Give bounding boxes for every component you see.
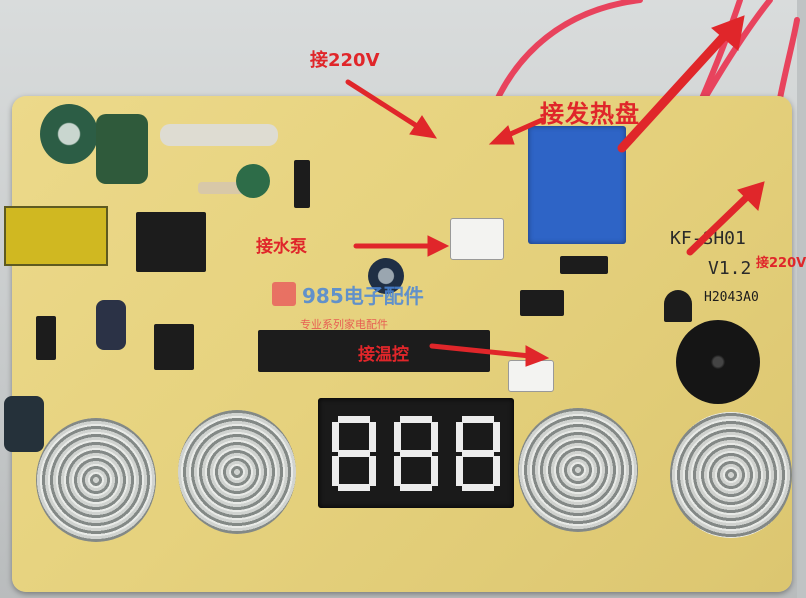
annotation-water-pump: 接水泵 [256, 237, 307, 257]
led-digit-3 [456, 416, 500, 491]
electrolytic-capacitor-c5 [40, 104, 98, 164]
pump-connector [450, 218, 504, 260]
led-display [318, 398, 514, 508]
electrolytic-capacitor-corner [4, 396, 44, 452]
touch-spring-2 [178, 410, 296, 534]
touch-spring-4 [670, 412, 792, 538]
resistor-r2 [198, 182, 248, 194]
annotation-temperature-control: 接温控 [358, 345, 409, 365]
led-digit-2 [394, 416, 438, 491]
microcontroller-chip [258, 330, 490, 372]
ic-u2 [136, 212, 206, 272]
annotation-ac-input-top: 接220V [310, 50, 380, 71]
diode-d6 [560, 256, 608, 274]
watermark-logo-icon [272, 282, 296, 306]
buzzer-b1 [676, 320, 760, 404]
watermark-slogan: 专业系列家电配件 [300, 318, 388, 331]
led-digit-1 [332, 416, 376, 491]
power-resistor [160, 124, 278, 146]
board-version-label: V1.2 [708, 258, 752, 279]
diode-d2 [294, 160, 310, 208]
green-varistor [236, 164, 270, 198]
watermark-brand: 985电子配件 [302, 284, 424, 308]
transistor-q-right [664, 290, 692, 322]
transformer-t1 [4, 206, 108, 266]
electrolytic-capacitor-mid [368, 258, 404, 294]
touch-spring-1 [36, 418, 156, 542]
diode-d3 [36, 316, 56, 360]
transistor-to92 [520, 290, 564, 316]
touch-spring-3 [518, 408, 638, 532]
ic-u3 [154, 324, 194, 370]
board-code-label: H2043A0 [704, 290, 759, 305]
electrolytic-capacitor-c7 [96, 300, 126, 350]
electrolytic-capacitor-left [96, 114, 148, 184]
annotation-heating-plate: 接发热盘 [540, 100, 640, 128]
annotation-ac-input-right: 接220V [756, 256, 806, 271]
relay-blue [528, 126, 626, 244]
